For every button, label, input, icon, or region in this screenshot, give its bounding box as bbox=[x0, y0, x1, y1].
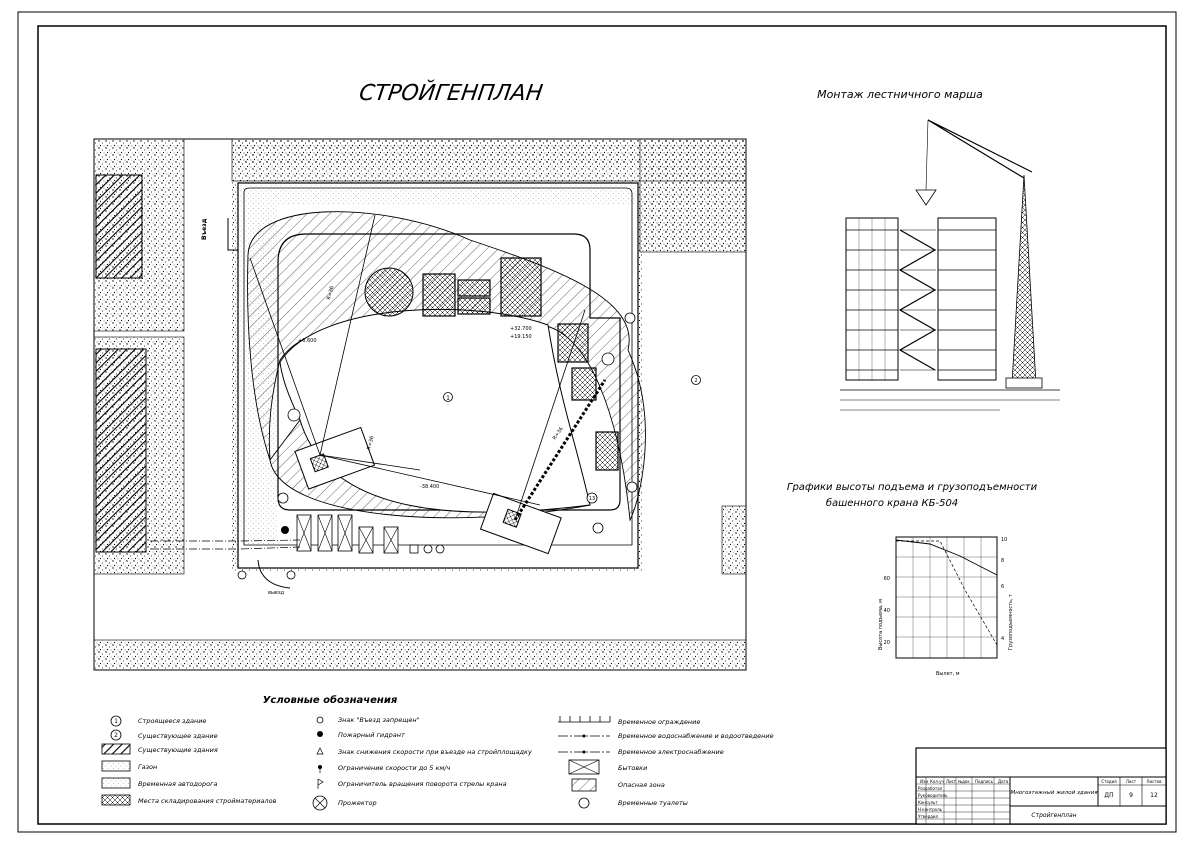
svg-text:Разработал: Разработал bbox=[918, 786, 943, 791]
svg-text:Утвердил: Утвердил bbox=[918, 814, 938, 819]
svg-text:R=36: R=36 bbox=[326, 285, 335, 300]
legend-text: Временное электроснабжение bbox=[618, 748, 724, 756]
svg-text:Дата: Дата bbox=[998, 779, 1009, 784]
svg-text:Высота подъема, м: Высота подъема, м bbox=[878, 599, 884, 650]
svg-text:4: 4 bbox=[1001, 636, 1004, 642]
svg-text:Въезд: Въезд bbox=[201, 218, 208, 240]
legend-text: Временная автодорога bbox=[138, 780, 218, 788]
svg-text:R=36: R=36 bbox=[366, 435, 375, 450]
page-title: СТРОЙГЕНПЛАН bbox=[358, 78, 545, 106]
legend-text: Ограничитель вращения поворота стрелы кр… bbox=[338, 780, 507, 788]
svg-text:2: 2 bbox=[694, 378, 697, 384]
svg-text:Изм: Изм bbox=[920, 779, 928, 784]
svg-text:60: 60 bbox=[884, 576, 890, 582]
svg-text:ДП: ДП bbox=[1104, 792, 1113, 799]
legend-text: Прожектор bbox=[338, 799, 377, 807]
legend-title: Условные обозначения bbox=[263, 694, 398, 706]
svg-text:Вылет, м: Вылет, м bbox=[936, 671, 960, 677]
legend-text: Пожарный гидрант bbox=[338, 731, 405, 739]
svg-text:+19.150: +19.150 bbox=[510, 334, 532, 340]
svg-text:13: 13 bbox=[589, 496, 595, 502]
stamp-project: Многоэтажный жилой здания bbox=[1010, 790, 1098, 796]
svg-text:20: 20 bbox=[884, 640, 890, 646]
graph-title-2: башенного крана КБ-504 bbox=[826, 497, 958, 509]
site-plan: 1 13 bbox=[93, 138, 747, 671]
existing-building-1 bbox=[95, 174, 143, 279]
svg-text:2: 2 bbox=[114, 732, 118, 739]
svg-text:выезд: выезд bbox=[268, 590, 285, 596]
svg-text:Грузоподъемность, т: Грузоподъемность, т bbox=[1008, 594, 1014, 650]
legend-text: Ограничение скорости до 5 км/ч bbox=[338, 764, 450, 772]
svg-text:№док: №док bbox=[958, 779, 970, 784]
inner-frame bbox=[37, 25, 1167, 825]
svg-text:Кол.уч: Кол.уч bbox=[930, 779, 944, 784]
legend-text: Временные туалеты bbox=[618, 799, 688, 807]
stamp-sheet-name: Стройгенплан bbox=[1031, 812, 1076, 819]
svg-text:Лист: Лист bbox=[1126, 779, 1137, 784]
danger-zone bbox=[247, 211, 646, 522]
legend-text: Существующие здания bbox=[138, 746, 218, 754]
svg-text:6: 6 bbox=[1001, 584, 1004, 590]
legend-text: Опасная зона bbox=[618, 781, 665, 789]
svg-text:+32.700: +32.700 bbox=[510, 326, 532, 332]
legend-text: Бытовки bbox=[618, 764, 647, 772]
crane-graph: Высота подъема, м Грузоподъемность, т Вы… bbox=[878, 536, 1014, 677]
title-block: Изм Кол.уч Лист №док Подпись Дата Разраб… bbox=[915, 747, 1167, 825]
svg-text:Листов: Листов bbox=[1147, 779, 1163, 784]
stair-title: Монтаж лестничного марша bbox=[817, 88, 983, 101]
svg-text:10: 10 bbox=[1001, 537, 1007, 543]
svg-text:40: 40 bbox=[884, 608, 890, 614]
svg-text:-38.400: -38.400 bbox=[420, 484, 439, 490]
existing-building-2 bbox=[95, 348, 147, 553]
svg-text:12: 12 bbox=[1150, 792, 1158, 799]
svg-text:Н.контроль: Н.контроль bbox=[918, 807, 943, 812]
legend-text: Временное водоснабжение и водоотведение bbox=[618, 732, 774, 740]
graph-title-1: Графики высоты подъема и грузоподъемност… bbox=[787, 482, 1038, 493]
svg-text:1: 1 bbox=[114, 718, 118, 725]
svg-text:Стадия: Стадия bbox=[1101, 779, 1117, 784]
svg-text:Руководитель: Руководитель bbox=[918, 793, 948, 798]
legend-text: Места складирования стройматериалов bbox=[138, 797, 277, 805]
svg-text:9: 9 bbox=[1129, 792, 1133, 799]
legend-text: Знак "Въезд запрещен" bbox=[338, 716, 420, 724]
legend-text: Временное ограждение bbox=[618, 718, 700, 726]
svg-text:Консульт: Консульт bbox=[918, 800, 938, 805]
legend-text: Знак снижения скорости при въезде на стр… bbox=[338, 748, 532, 756]
stair-erection-drawing bbox=[840, 119, 1060, 411]
svg-text:8: 8 bbox=[1001, 558, 1004, 564]
legend-text: Существующее здание bbox=[138, 732, 218, 740]
crane-2 bbox=[479, 492, 562, 555]
legend: 1 2 Строящееся здание Существующее здани… bbox=[101, 715, 774, 811]
outer-frame bbox=[17, 11, 1177, 833]
legend-text: Газон bbox=[138, 763, 157, 771]
svg-text:Лист: Лист bbox=[946, 779, 957, 784]
svg-text:+6.600: +6.600 bbox=[298, 338, 317, 344]
svg-text:1: 1 bbox=[446, 395, 450, 402]
legend-text: Строящееся здание bbox=[138, 717, 206, 725]
svg-text:Подпись: Подпись bbox=[975, 779, 994, 784]
